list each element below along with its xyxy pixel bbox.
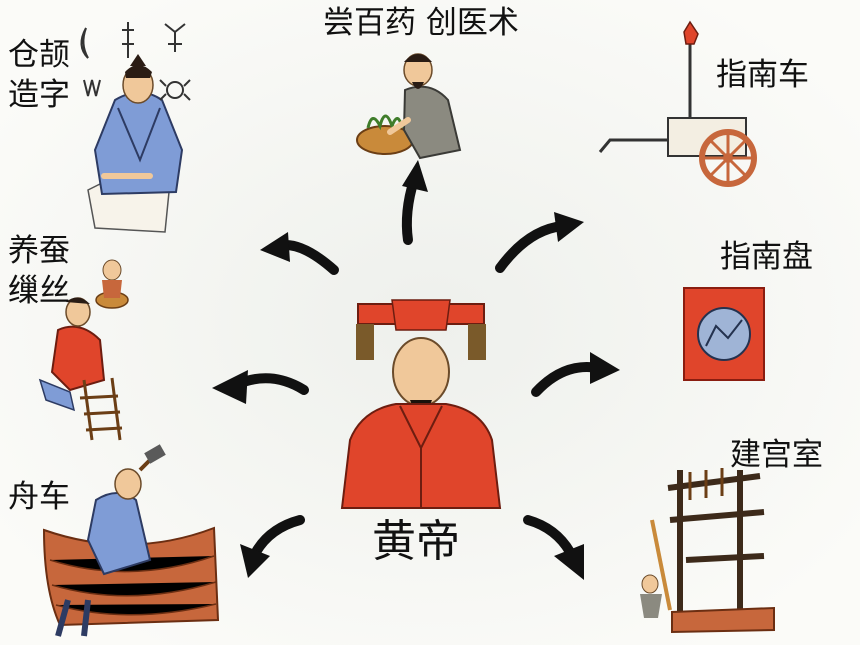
south-pointing-chariot-illustration	[598, 20, 757, 187]
arrow-to-writing	[260, 232, 339, 275]
arrows-group	[212, 160, 620, 580]
label-yellow-emperor: 黄帝	[372, 516, 460, 567]
label-writing-line1: 仓颉	[8, 37, 70, 73]
palace-building-illustration	[640, 468, 775, 634]
arrow-to-palace	[523, 515, 584, 580]
label-compass: 指南盘	[720, 239, 813, 275]
arrow-to-compass	[531, 352, 620, 397]
label-silk-line2: 缫丝	[8, 273, 70, 309]
boat-building-illustration	[42, 444, 220, 637]
label-south-chariot: 指南车	[716, 57, 809, 93]
yellow-emperor-illustration	[340, 299, 502, 509]
arrow-to-chariot	[495, 212, 584, 273]
label-writing-line2: 造字	[8, 77, 70, 113]
ancient-glyphs	[80, 22, 191, 101]
label-boat-cart: 舟车	[8, 479, 70, 515]
label-palace: 建宫室	[730, 437, 823, 473]
arrow-to-medicine	[401, 160, 428, 245]
compass-plate-illustration	[683, 287, 765, 381]
silk-reeling-illustration	[38, 259, 129, 441]
arrow-to-silk	[212, 370, 309, 404]
cangjie-writing-illustration	[80, 22, 191, 233]
arrow-to-boat	[240, 515, 305, 578]
label-medicine: 尝百药 创医术	[323, 5, 519, 41]
herbal-medicine-illustration	[356, 53, 462, 160]
label-silk-line1: 养蚕	[8, 233, 70, 269]
silk-loom	[79, 377, 123, 441]
